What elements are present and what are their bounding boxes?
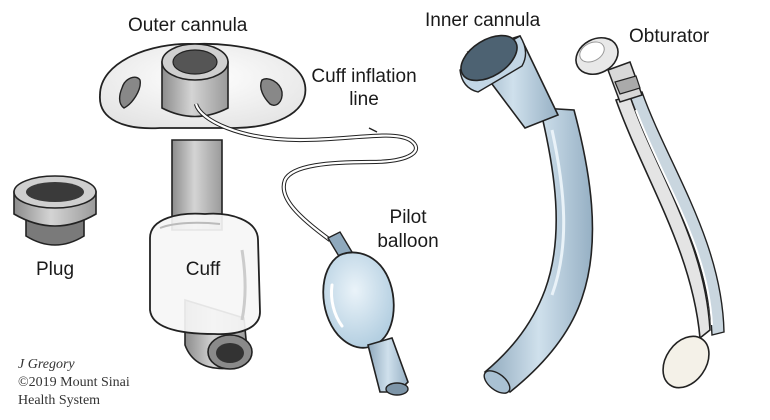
label-pilot-balloon-1: Pilot <box>390 207 428 228</box>
outer-cannula-opening <box>172 49 218 75</box>
credit-author: J Gregory <box>18 357 75 372</box>
label-pilot-balloon-2: balloon <box>377 231 438 252</box>
credit-organization: Health System <box>18 393 100 408</box>
obturator <box>575 36 725 389</box>
pilot-balloon-bulb <box>322 251 395 349</box>
inner-cannula-opening <box>460 34 518 82</box>
label-cuff-inflation-line-1: Cuff inflation <box>311 66 416 87</box>
label-inner-cannula: Inner cannula <box>425 10 541 31</box>
cuff <box>149 212 261 335</box>
plug <box>13 175 97 246</box>
label-plug: Plug <box>36 259 74 280</box>
flange-slot-left <box>118 76 141 109</box>
label-cuff: Cuff <box>186 259 221 280</box>
outer-cannula <box>99 42 307 370</box>
inner-cannula-tube <box>483 107 594 394</box>
pilot-balloon <box>322 231 409 396</box>
obturator-tip <box>662 335 710 389</box>
label-outer-cannula: Outer cannula <box>128 15 248 36</box>
plug-opening <box>26 182 84 202</box>
inner-cannula <box>459 34 594 394</box>
flange-slot-right <box>260 78 283 106</box>
label-obturator: Obturator <box>629 26 710 47</box>
credit-copyright: ©2019 Mount Sinai <box>18 375 130 390</box>
label-cuff-inflation-line-2: line <box>349 89 379 110</box>
